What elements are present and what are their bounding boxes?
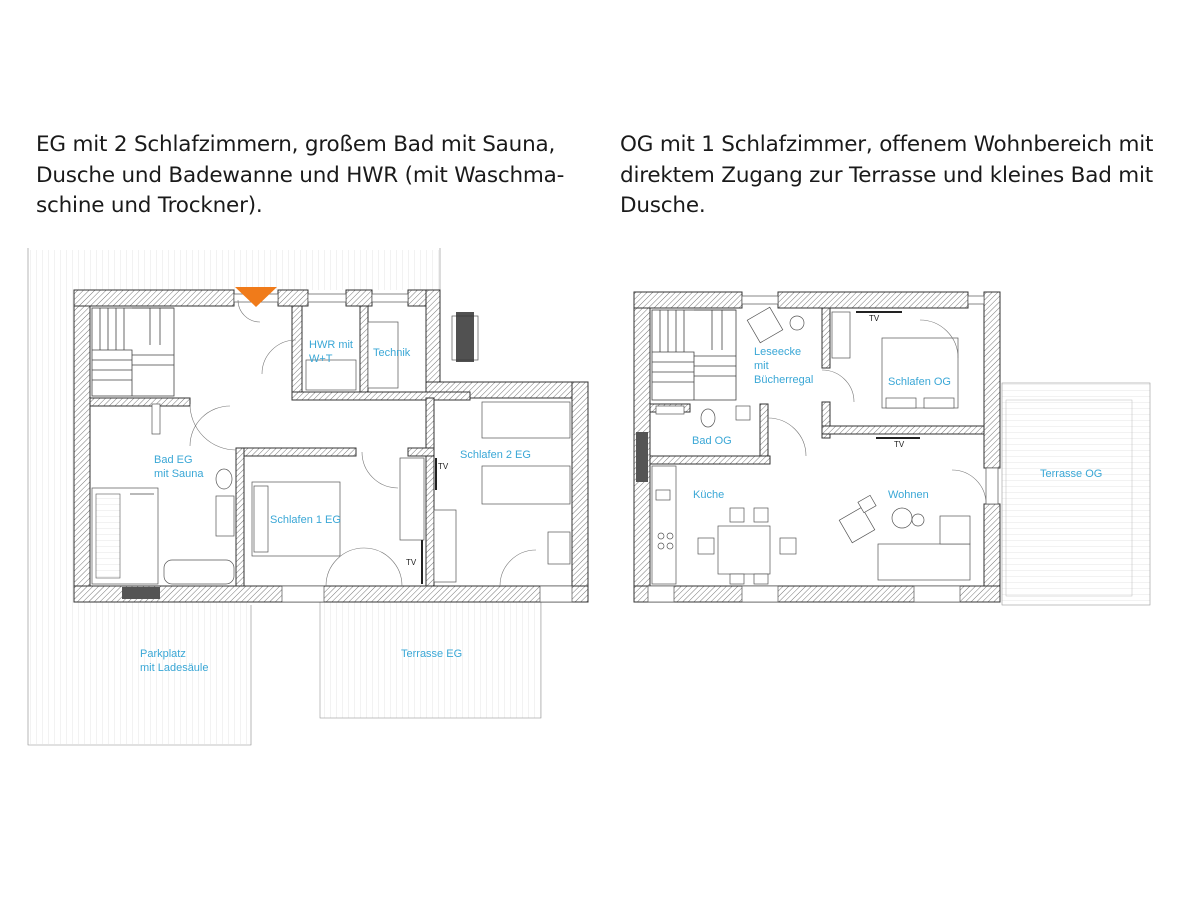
label-technik: Technik <box>373 347 411 359</box>
eg-stairs <box>91 307 175 397</box>
label-terrasse-og: Terrasse OG <box>1040 468 1102 480</box>
label-parkplatz-2: mit Ladesäule <box>140 662 209 674</box>
tv-label-og-1: TV <box>869 314 880 323</box>
bathroom-og-furniture <box>655 405 807 457</box>
terrace-eg <box>319 601 542 719</box>
hwr-furniture <box>261 312 479 391</box>
label-schlafen-og: Schlafen OG <box>888 376 951 388</box>
label-kueche: Küche <box>693 489 724 501</box>
bedroom-og-furniture <box>831 311 959 409</box>
label-parkplatz: Parkplatz <box>140 648 186 660</box>
label-schlafen1-eg: Schlafen 1 EG <box>270 514 341 526</box>
bedroom1-eg-furniture <box>251 451 425 587</box>
label-wohnen: Wohnen <box>888 489 929 501</box>
og-windows <box>636 295 999 603</box>
label-schlafen2-eg: Schlafen 2 EG <box>460 449 531 461</box>
label-leseecke-2: mit <box>754 360 769 372</box>
terrace-og <box>1001 382 1151 606</box>
tv-label-eg-1: TV <box>438 462 449 471</box>
eg-plan: HWR mit W+T Technik Bad EG mit Sauna Sch… <box>27 248 589 746</box>
entrance-marker <box>235 287 277 307</box>
label-leseecke: Leseecke <box>754 346 801 358</box>
og-description: OG mit 1 Schlafzimmer, offenem Wohnberei… <box>620 132 1154 218</box>
living-furniture <box>838 437 987 581</box>
bathroom-eg <box>91 403 237 585</box>
label-terrasse-eg: Terrasse EG <box>401 648 462 660</box>
label-hwr-2: W+T <box>309 353 333 365</box>
label-bad-og: Bad OG <box>692 435 732 447</box>
parking-area <box>27 248 441 746</box>
hallway-doors <box>189 299 261 447</box>
reading-corner-furniture <box>746 306 855 403</box>
eg-description: EG mit 2 Schlafzimmern, großem Bad mit S… <box>36 132 565 218</box>
tv-label-og-2: TV <box>894 440 905 449</box>
label-leseecke-3: Bücherregal <box>754 374 813 386</box>
label-bad-eg: Bad EG <box>154 454 193 466</box>
og-stairs <box>651 309 737 401</box>
label-hwr: HWR mit <box>309 339 353 351</box>
tv-label-eg-2: TV <box>406 558 417 567</box>
label-bad-eg-2: mit Sauna <box>154 468 204 480</box>
og-walls <box>633 291 1001 603</box>
bedroom2-eg-furniture <box>433 401 571 587</box>
og-plan: Leseecke mit Bücherregal Schlafen OG Bad… <box>633 291 1151 606</box>
kitchen-furniture <box>651 465 797 585</box>
eg-walls <box>73 289 589 603</box>
